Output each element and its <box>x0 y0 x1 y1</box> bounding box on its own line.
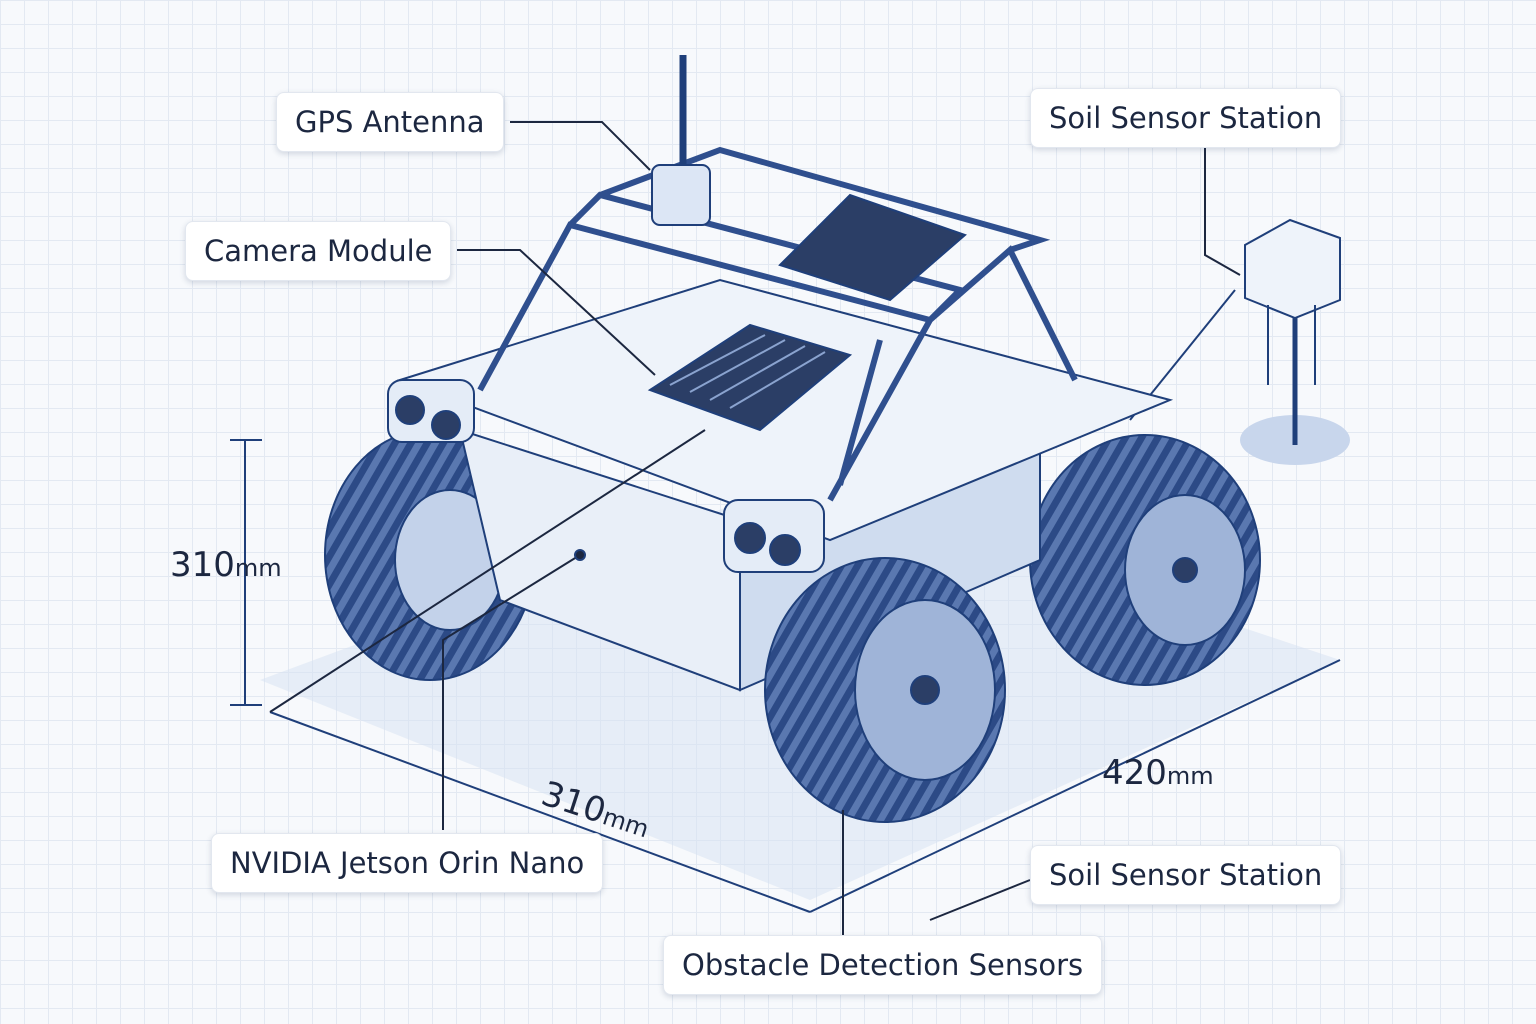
leader-gps <box>510 121 651 171</box>
leader-soil-bottom <box>929 879 1031 921</box>
label-camera-module: Camera Module <box>185 221 452 281</box>
soil-sensor-box <box>1244 218 1341 320</box>
gps-antenna-base <box>651 164 711 226</box>
label-gps-antenna: GPS Antenna <box>276 92 504 152</box>
leader-jetson <box>442 554 581 830</box>
top-heatsink <box>778 193 967 302</box>
label-jetson: NVIDIA Jetson Orin Nano <box>211 833 604 893</box>
height-dimension: 310mm <box>170 545 282 585</box>
length-dimension: 420mm <box>1102 753 1214 793</box>
height-unit: mm <box>234 554 282 582</box>
length-value: 420 <box>1102 753 1167 793</box>
width-dim-line <box>269 711 811 913</box>
label-obstacle-sensors: Obstacle Detection Sensors <box>663 935 1103 995</box>
leader-soil-top <box>1204 148 1241 276</box>
label-soil-sensor-top: Soil Sensor Station <box>1030 88 1342 148</box>
length-unit: mm <box>1166 762 1214 790</box>
leader-camera <box>457 249 656 376</box>
roll-cage <box>477 146 1078 502</box>
height-value: 310 <box>170 545 235 585</box>
label-soil-sensor-bottom: Soil Sensor Station <box>1030 845 1342 905</box>
length-dim-line <box>809 659 1341 913</box>
